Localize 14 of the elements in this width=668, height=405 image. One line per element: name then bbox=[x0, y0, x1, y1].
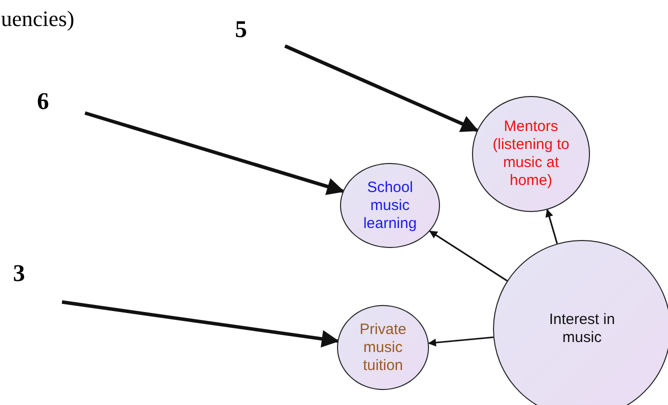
arrow bbox=[429, 230, 508, 282]
arrow bbox=[284, 44, 479, 132]
arrow bbox=[545, 209, 558, 244]
circle-label: Mentors (listening to music at home) bbox=[492, 118, 570, 190]
cut-off-text: uencies) bbox=[1, 8, 74, 30]
circle-label: Private music tuition bbox=[358, 320, 408, 374]
arrow bbox=[428, 336, 494, 347]
arrow bbox=[62, 300, 340, 348]
arrow bbox=[84, 111, 345, 196]
callout-number: 6 bbox=[34, 90, 52, 114]
callout-number: 3 bbox=[10, 262, 28, 286]
callout-number: 5 bbox=[232, 18, 250, 42]
circle-label: School music learning bbox=[362, 178, 418, 232]
circle-label: Interest in music bbox=[549, 311, 615, 347]
